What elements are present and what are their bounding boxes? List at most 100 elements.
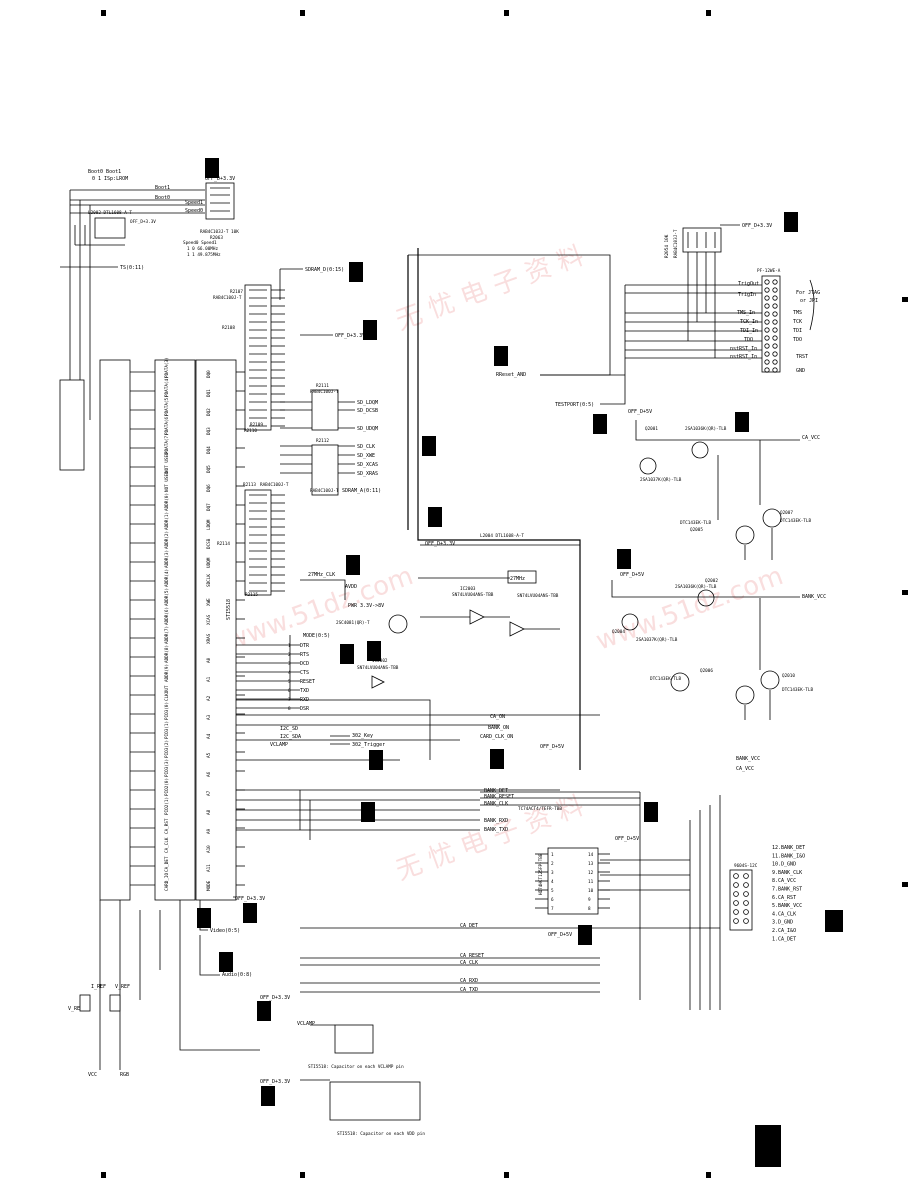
tck-out-net: TCK [793, 319, 802, 325]
hd74-pin-number: 12 [588, 870, 594, 876]
card-pin-list-item: 8.CA_VCC [772, 878, 796, 884]
v-ref-net-1: V_REF [115, 984, 130, 990]
ic-pin-right-label: XWE [206, 598, 212, 606]
r2108-label: R2108 [222, 325, 235, 331]
section-block [219, 952, 233, 972]
section-block [367, 641, 381, 661]
tdi-out-net: TDI [793, 328, 802, 334]
rab3-label: RAB4C103J-T [673, 229, 679, 258]
r2114-label: R2114 [217, 541, 230, 547]
hd74-pin-number: 14 [588, 852, 594, 858]
ic-pin-right-label: A7 [206, 790, 212, 796]
reset-and-net: RReset_AND [496, 372, 526, 378]
ic2003-label: IC2003 [460, 586, 476, 592]
hd74-pin-number: 7 [551, 906, 554, 912]
q2004-label: Q2004 [612, 629, 625, 635]
ic-pin-right-label: DQ3 [206, 427, 212, 435]
section-block [205, 158, 219, 178]
r2110-label: R2110 [244, 428, 257, 434]
ic-pin-right-label: DQ2 [206, 408, 212, 416]
mode-pin-label: RTS [300, 652, 309, 658]
jtag-section: R2054 10K RAB4C103J-T OFF_D+3.3V PF-12WE… [496, 223, 820, 408]
section-block [197, 908, 211, 928]
ic-pin-left-label: ADDR(1) [164, 512, 170, 530]
section-block [494, 346, 508, 366]
tr-c-label-1: DTC143EK-TLB [680, 520, 711, 526]
rab-t-label-4: RAB4C100J-T [310, 488, 339, 494]
ic-pin-left-label: PDATA(4) [164, 376, 170, 397]
off5-label-4: OFF_D+5V [615, 836, 639, 842]
off33-label-8: OFF_D+3.3V [260, 1079, 290, 1085]
hd74-pin-number: 4 [551, 879, 554, 885]
card-pin-list-item: 4.CA_CLK [772, 911, 796, 917]
tr-a-label-2: 2SA1036K(QR)-TLB [675, 584, 717, 590]
ic-pin-left-label: PIO2(0) [164, 778, 170, 796]
trigin-net: TrigIn [738, 292, 756, 298]
tck-in-net: TCK_In [740, 319, 758, 325]
section-block [644, 802, 658, 822]
q2006-label: Q2006 [700, 668, 713, 674]
mode-pin-number: 6 [288, 688, 291, 694]
q2002-label: Q2002 [705, 578, 718, 584]
off5-label-3: OFF_D+5V [540, 744, 564, 750]
ic-pin-left-label: PIO3(1) [164, 721, 170, 739]
sd-xcas-net: SD_XCAS [357, 462, 378, 468]
bank-vcc-net-2: BANK_VCC [736, 756, 760, 762]
rab-label-1: RAB4C103J-T 10K [200, 229, 239, 235]
mode-pin-number: 8 [288, 706, 291, 712]
pwr-label: PWR 3.3V->8V [348, 603, 384, 609]
boot-table-head: Boot0 Boot1 [88, 169, 121, 175]
jtag-connector-label: PF-12WE-A [757, 268, 781, 274]
bank-clk-net: BANK_CLK [484, 801, 508, 807]
bank-vcc-net-1: BANK_VCC [802, 594, 826, 600]
avdd-net: AVDD [345, 584, 357, 590]
r2063-label: R2063 [210, 235, 223, 241]
section-block [363, 320, 377, 340]
off5-label-1: OFF_D+5V [628, 409, 652, 415]
sd-ldqm-net: SD_LDQM [357, 400, 378, 406]
hd74-pin-number: 10 [588, 888, 594, 894]
vclamp-net-1: VCLAMP [270, 742, 288, 748]
sd-udqm-net: SD_UDQM [357, 426, 378, 432]
r2107-label: R2107 [230, 289, 243, 295]
speed0-label: Speed0 [185, 208, 203, 214]
hd74-pin-number: 3 [551, 870, 554, 876]
ic-pin-right-label: A2 [206, 695, 212, 701]
ic-pin-left-label: PDATA(7) [164, 433, 170, 454]
boot1-label: Boot1 [155, 185, 170, 191]
mode-pin-label: CTS [300, 670, 309, 676]
section-block [349, 262, 363, 282]
ca-txd-net: CA_TXD [460, 987, 478, 993]
tr-b-label-1: 2SA1037K(QR)-TLB [640, 477, 682, 483]
mode-pin-label: DTR [300, 643, 310, 649]
hd74-pin-number: 2 [551, 861, 554, 867]
card-pin-list-item: 5.BANK_VCC [772, 903, 802, 909]
rab-t-label-1: RAB4C100J-T [213, 295, 242, 301]
r2113-label: R2113 [243, 482, 256, 488]
card-pin-list-item: 12.BANK_DET [772, 845, 805, 851]
bank-on-net: BANK_ON [488, 725, 509, 731]
ic-pin-right-label: A6 [206, 771, 212, 777]
card-pin-list-item: 7.BANK_RST [772, 887, 802, 893]
ic-pin-left-label: ADDR(8) [164, 645, 170, 663]
section-block [825, 910, 843, 932]
speed1-label: Speed1 [185, 200, 203, 206]
ic-pin-left-label: CARD_IO [164, 872, 170, 891]
speed-table-row2: 1 1 49.875MHz [187, 252, 221, 258]
sdram-control-section: SDRAM_D(0:15) OFF_D+3.3V R2111 RAB4C100J… [279, 267, 381, 496]
card-clk-on-net: CARD_CLK_ON [480, 734, 513, 740]
boot0-label: Boot0 [155, 195, 170, 201]
tr-c-label-4: DTC143EK-TLB [782, 687, 813, 693]
section-block [257, 1001, 271, 1021]
ic-pin-left-label: ADDR(4) [164, 569, 170, 587]
ic-pin-right-label: XCAS [206, 614, 212, 625]
sd-dcsb-net: SD_DCSB [357, 408, 378, 414]
off5-label-2: OFF_D+5V [620, 572, 644, 578]
tr-b-label-2: 2SA1037K(QR)-TLB [636, 637, 678, 643]
ic-pin-left-label: NOT USED [164, 452, 170, 473]
q2001-label: Q2001 [645, 426, 658, 432]
ic-pin-right-label: UDQM [206, 557, 212, 568]
ic-pin-left-label: PIO3(0) [164, 702, 170, 720]
ic-pin-right-label: DQ4 [206, 446, 212, 454]
q2010-label: Q2010 [782, 673, 795, 679]
